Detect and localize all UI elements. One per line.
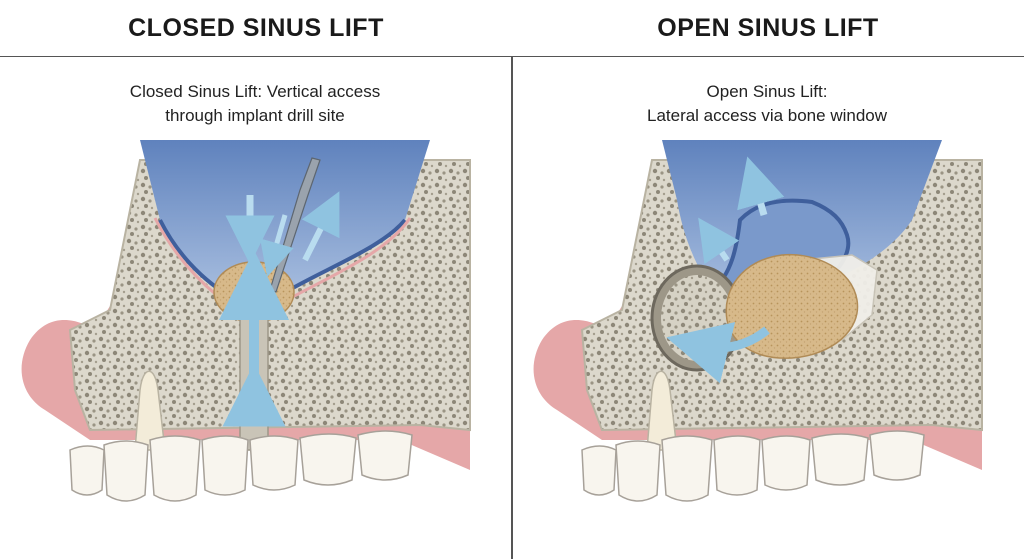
lift-arrow-icon xyxy=(666,322,770,384)
teeth-row xyxy=(69,430,413,502)
tooth-icon xyxy=(103,440,149,502)
tooth-icon xyxy=(713,435,761,496)
tooth-icon xyxy=(249,435,299,491)
open-caption-line-2: Lateral access via bone window xyxy=(646,106,888,125)
tooth-icon xyxy=(761,435,811,491)
tooth-icon xyxy=(201,435,249,496)
tooth-icon xyxy=(299,433,357,486)
lift-arrow-icon xyxy=(260,214,294,277)
lift-arrow-icon xyxy=(301,191,340,262)
closed-caption-line-1: Closed Sinus Lift: Vertical access xyxy=(129,82,381,101)
tooth-icon xyxy=(869,430,925,481)
closed-sinus-lift-illustration xyxy=(21,140,471,502)
open-caption-line-1: Open Sinus Lift: xyxy=(706,82,828,101)
tooth-icon xyxy=(357,430,413,481)
tooth-icon xyxy=(69,445,105,496)
lift-arrow-icon xyxy=(737,156,785,216)
closed-caption: Closed Sinus Lift: Vertical access throu… xyxy=(60,80,450,128)
tooth-icon xyxy=(149,435,201,502)
tooth-root xyxy=(646,370,678,451)
open-sinus-lift-illustration xyxy=(533,140,983,502)
closed-caption-line-2: through implant drill site xyxy=(165,106,345,125)
lift-arrow-icon xyxy=(698,217,740,265)
open-sinus-lift-heading: OPEN SINUS LIFT xyxy=(657,13,879,42)
tooth-icon xyxy=(581,445,617,496)
tooth-icon xyxy=(615,440,661,502)
open-caption: Open Sinus Lift: Lateral access via bone… xyxy=(572,80,962,128)
tooth-icon xyxy=(811,433,869,486)
teeth-row xyxy=(581,430,925,502)
tooth-icon xyxy=(661,435,713,502)
panel-divider xyxy=(511,56,513,559)
closed-sinus-lift-heading: CLOSED SINUS LIFT xyxy=(128,13,384,42)
tooth-root xyxy=(134,370,166,451)
